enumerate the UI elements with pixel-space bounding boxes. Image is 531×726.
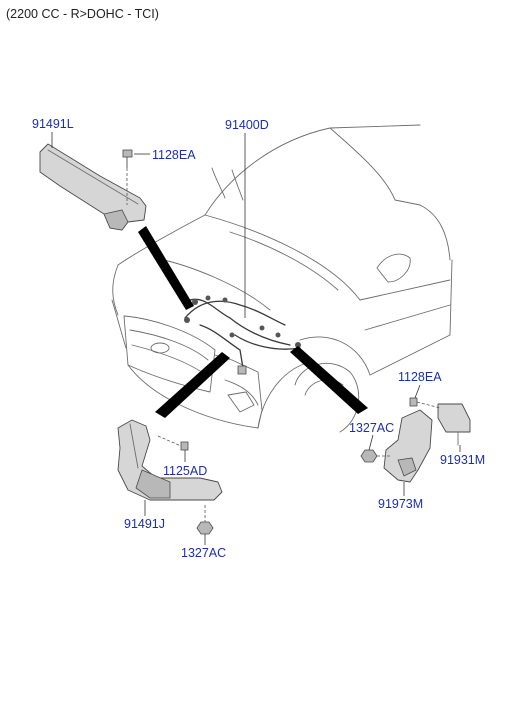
label-91931M: 91931M (440, 453, 485, 467)
nut-1327AC-bottom (196, 505, 214, 545)
protector-91491J (117, 419, 223, 501)
bolt-1128EA-right (409, 397, 441, 409)
callout-wedges (138, 226, 368, 418)
label-91491J: 91491J (124, 517, 165, 531)
engine-spec-header: (2200 CC - R>DOHC - TCI) (6, 7, 159, 21)
nut-1327AC-right (360, 449, 392, 463)
leader-lines (51, 132, 461, 516)
label-1327AC-bottom: 1327AC (181, 546, 226, 560)
main-wiring-harness (184, 295, 301, 375)
vehicle-outline (111, 124, 453, 433)
bolt-1125AD (157, 435, 189, 462)
label-1128EA-right: 1128EA (398, 370, 442, 384)
label-91400D: 91400D (225, 118, 269, 132)
protector-91973M (383, 409, 433, 483)
label-1128EA-top: 1128EA (152, 148, 196, 162)
label-91973M: 91973M (378, 497, 423, 511)
label-1327AC-right: 1327AC (349, 421, 394, 435)
bolt-1128EA-top (122, 149, 133, 205)
bracket-91931M (437, 403, 471, 446)
protector-91491L (39, 143, 147, 231)
label-1125AD: 1125AD (163, 464, 207, 478)
label-91491L: 91491L (32, 117, 74, 131)
